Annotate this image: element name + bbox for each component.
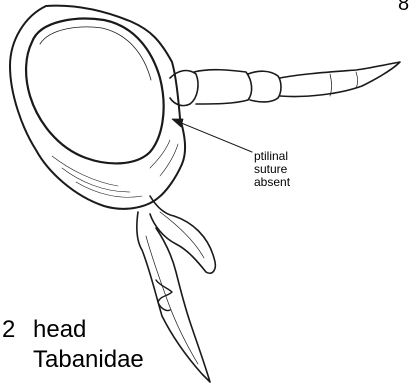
- caption-head: head: [33, 317, 86, 343]
- corner-fragment-label: 8: [398, 0, 409, 17]
- antenna-pedicel: [194, 70, 252, 104]
- antenna-flagellum: [248, 71, 281, 102]
- antenna-flagellum-tip: [280, 62, 400, 97]
- annotation-arrowhead: [172, 119, 183, 127]
- caption-family: Tabanidae: [33, 347, 144, 373]
- figure-number: 2: [2, 317, 15, 343]
- annotation-absent: absent: [254, 176, 290, 189]
- compound-eye: [26, 19, 164, 164]
- proboscis-outline: [137, 212, 210, 382]
